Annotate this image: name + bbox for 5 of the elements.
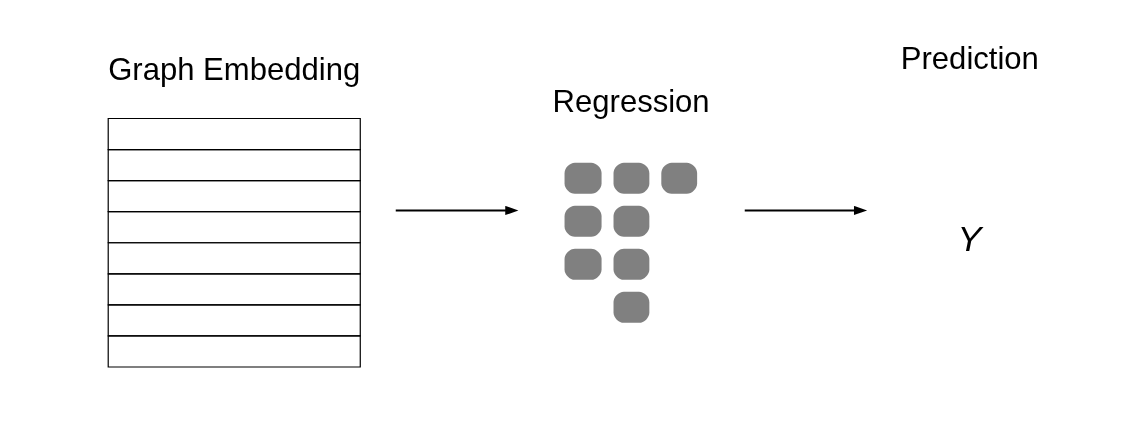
arrow (743, 205, 867, 216)
node-label: Graph Embedding (107, 52, 360, 88)
node-label: Prediction (900, 41, 1039, 77)
node-label: Regression (552, 84, 710, 120)
arrow (394, 205, 518, 216)
